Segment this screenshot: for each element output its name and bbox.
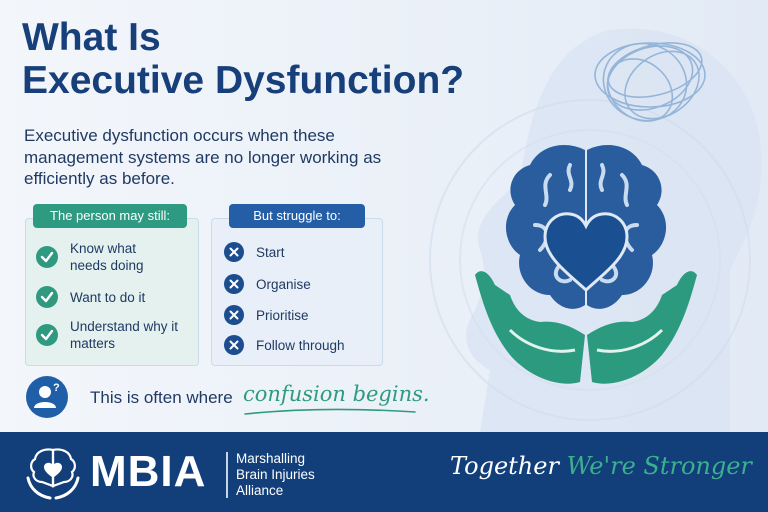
still-item: Want to do it bbox=[36, 286, 145, 308]
struggle-item: Follow through bbox=[224, 335, 345, 355]
check-icon bbox=[36, 246, 58, 268]
check-icon bbox=[36, 324, 58, 346]
struggle-item-label: Start bbox=[256, 244, 285, 260]
mbia-wordmark: MBIA bbox=[90, 447, 207, 496]
x-circle-icon bbox=[224, 274, 244, 294]
heart-icon bbox=[543, 212, 629, 293]
struggle-header: But struggle to: bbox=[229, 204, 365, 228]
struggle-item-label: Organise bbox=[256, 276, 311, 292]
intro-text: Executive dysfunction occurs when these … bbox=[24, 126, 382, 188]
x-circle-icon bbox=[224, 242, 244, 262]
confusion-prefix: This is often where bbox=[90, 388, 233, 407]
right-hand-icon bbox=[587, 271, 697, 384]
struggle-item-label: Prioritise bbox=[256, 307, 309, 323]
still-item: Know what needs doing bbox=[36, 240, 170, 274]
org-name: Marshalling Brain Injuries Alliance bbox=[236, 451, 315, 499]
x-circle-icon bbox=[224, 305, 244, 325]
struggle-item: Prioritise bbox=[224, 305, 309, 325]
svg-text:?: ? bbox=[53, 382, 60, 394]
brain-icon bbox=[505, 145, 667, 309]
org-name-line-3: Alliance bbox=[236, 483, 284, 498]
check-icon bbox=[36, 286, 58, 308]
still-header: The person may still: bbox=[33, 204, 187, 228]
still-item: Understand why it matters bbox=[36, 318, 190, 352]
struggle-item-label: Follow through bbox=[256, 337, 345, 353]
page-title: What Is Executive Dysfunction? bbox=[22, 16, 464, 102]
org-name-line-1: Marshalling bbox=[236, 451, 306, 466]
still-item-label: Know what needs doing bbox=[70, 241, 144, 273]
brain-heart-hands-illustration bbox=[429, 28, 762, 432]
footer bbox=[0, 432, 768, 512]
scribble-thoughts-icon bbox=[594, 42, 706, 122]
underline-swash bbox=[244, 408, 416, 415]
still-item-label: Understand why it matters bbox=[70, 319, 179, 351]
struggle-item: Organise bbox=[224, 274, 311, 294]
tagline-part-2: We're Stronger bbox=[566, 452, 752, 480]
tagline-part-1: Together bbox=[450, 452, 559, 480]
footer-divider bbox=[226, 452, 228, 498]
tagline: Together We're Stronger bbox=[450, 452, 752, 480]
still-item-label: Want to do it bbox=[70, 289, 146, 305]
title-line-2: Executive Dysfunction? bbox=[22, 59, 465, 102]
mbia-logo-icon bbox=[26, 448, 80, 500]
left-hand-icon bbox=[475, 271, 585, 384]
person-question-icon: ? bbox=[26, 376, 68, 418]
confusion-highlight: confusion begins. bbox=[243, 382, 430, 406]
title-line-1: What Is bbox=[22, 16, 161, 59]
org-name-line-2: Brain Injuries bbox=[236, 467, 315, 482]
struggle-item: Start bbox=[224, 242, 285, 262]
x-circle-icon bbox=[224, 335, 244, 355]
